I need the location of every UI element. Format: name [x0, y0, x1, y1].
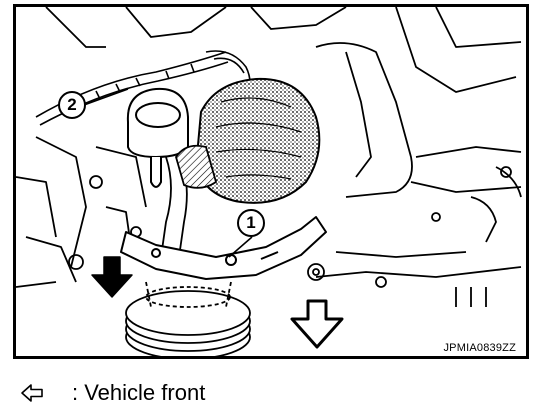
legend-label: : Vehicle front: [72, 380, 206, 405]
figure-code: JPMIA0839ZZ: [441, 342, 518, 354]
front-direction-arrow-icon: [91, 256, 133, 298]
diagram-frame: 1 2 JPMIA0839ZZ: [13, 4, 529, 359]
crankshaft-pulley: [125, 281, 251, 356]
callout-leaders: [83, 88, 253, 258]
alternator: [175, 77, 321, 204]
vehicle-front-arrow-icon: [21, 384, 43, 402]
reservoir-tank: [126, 87, 189, 188]
working-direction-arrow-icon: [290, 299, 344, 349]
callout-2: 2: [58, 91, 86, 119]
drive-belt-auto-tensioner: [120, 216, 327, 280]
callout-1: 1: [237, 209, 265, 237]
engine-bay-illustration: [16, 7, 522, 356]
legend: : Vehicle front: [20, 376, 205, 410]
